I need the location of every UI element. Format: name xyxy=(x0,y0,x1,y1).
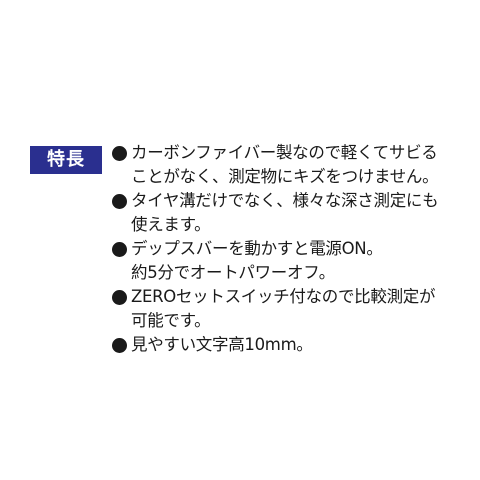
bullet-icon xyxy=(112,146,127,161)
feature-item: 見やすい文字高10mm。 xyxy=(112,333,472,357)
feature-item: タイヤ溝だけでなく、様々な深さ測定にも 使えます。 xyxy=(112,189,472,237)
feature-list: カーボンファイバー製なので軽くてサビる ことがなく、測定物にキズをつけません。 … xyxy=(112,141,472,357)
bullet-icon xyxy=(112,290,127,305)
bullet-icon xyxy=(112,242,127,257)
feature-text-line: 可能です。 xyxy=(131,311,211,330)
features-heading-badge: 特長 xyxy=(30,146,102,174)
feature-text-line: ZEROセットスイッチ付なので比較測定が xyxy=(131,287,436,306)
feature-text-line: 見やすい文字高10mm。 xyxy=(131,335,313,354)
feature-text-line: ことがなく、測定物にキズをつけません。 xyxy=(131,167,439,186)
feature-item: デップスバーを動かすと電源ON。 約5分でオートパワーオフ。 xyxy=(112,237,472,285)
feature-text-line: 使えます。 xyxy=(131,215,211,234)
feature-text-line: カーボンファイバー製なので軽くてサビる xyxy=(131,143,438,162)
feature-text-line: 約5分でオートパワーオフ。 xyxy=(131,263,335,282)
bullet-icon xyxy=(112,338,127,353)
feature-item: ZEROセットスイッチ付なので比較測定が 可能です。 xyxy=(112,285,472,333)
feature-text-line: デップスバーを動かすと電源ON。 xyxy=(131,239,383,258)
feature-text-line: タイヤ溝だけでなく、様々な深さ測定にも xyxy=(131,191,439,210)
bullet-icon xyxy=(112,194,127,209)
feature-item: カーボンファイバー製なので軽くてサビる ことがなく、測定物にキズをつけません。 xyxy=(112,141,472,189)
